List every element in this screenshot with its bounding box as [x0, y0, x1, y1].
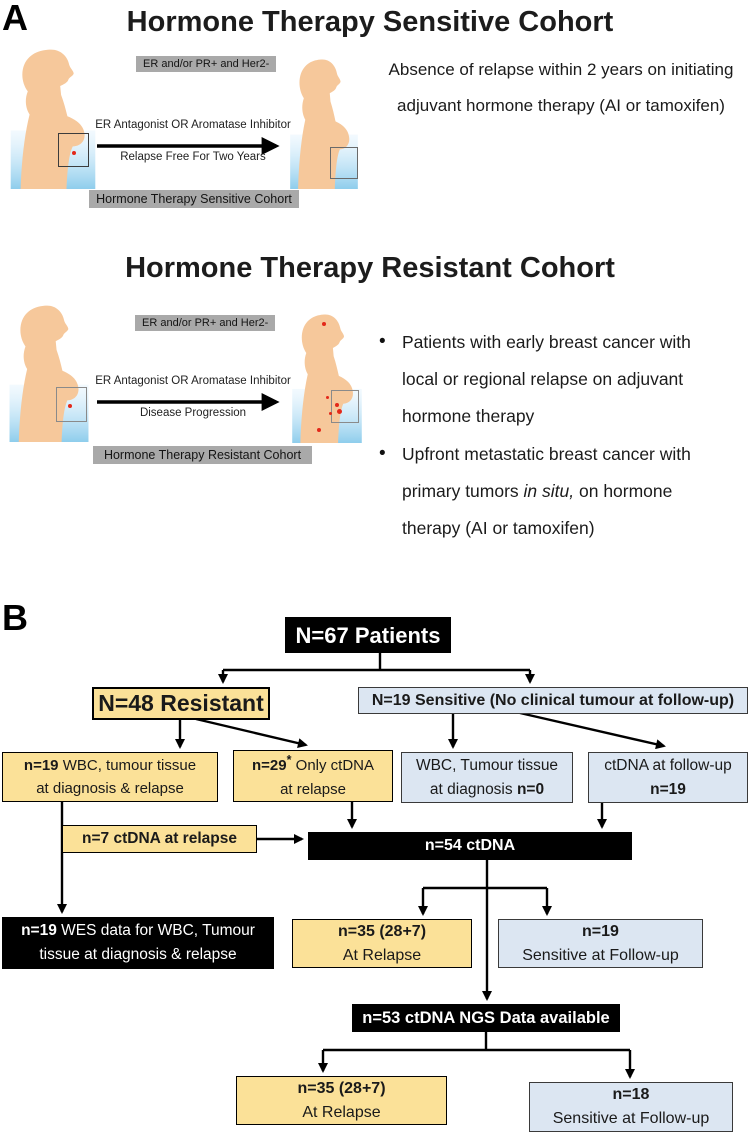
resistant-bullet-2: Upfront metastatic breast cancer with pr…	[402, 436, 748, 547]
flow-box-n48-resistant: N=48 Resistant	[92, 687, 270, 720]
wbc-relapse-n: n=19	[23, 756, 59, 774]
flow-box-n67-patients: N=67 Patients	[285, 617, 451, 653]
bullet1-line2: local or regional relapse on adjuvant	[402, 369, 684, 389]
body-figure-resistant-after	[290, 312, 364, 443]
flow-box-wbc-tumour-relapse: n=19 WBC, tumour tissue at diagnosis & r…	[2, 752, 218, 802]
n19-sensitive-text: N=19 Sensitive (No clinical tumour at fo…	[371, 691, 735, 709]
therapy-arrow-top-label: ER Antagonist OR Aromatase Inhibitor	[95, 119, 291, 131]
sensitive-cohort-caption: Hormone Therapy Sensitive Cohort	[89, 190, 299, 208]
only-ctdna-n: n=29	[252, 757, 287, 775]
ctdna-fu-line1: ctDNA at follow-up	[604, 757, 732, 775]
tumor-dot	[335, 403, 339, 407]
sensitive-description-line1: Absence of relapse within 2 years on ini…	[388, 60, 734, 79]
n67-text: N=67 Patients	[295, 622, 441, 648]
tumor-region-outline	[330, 147, 358, 179]
tumor-dot	[317, 428, 321, 432]
bullet2-line2: primary tumors in situ, on hormone	[402, 473, 748, 510]
fu18-line1: n=18	[612, 1086, 650, 1103]
wbc-diag-line1: WBC, Tumour tissue	[415, 757, 559, 775]
fu18-line2: Sensitive at Follow-up	[552, 1110, 710, 1127]
ctdna-fu-n: n=19	[650, 780, 686, 798]
female-silhouette-icon	[290, 312, 364, 443]
flow-box-n35-relapse-ngs: n=35 (28+7) At Relapse	[236, 1076, 447, 1125]
bullet1-line1: Patients with early breast cancer with	[402, 332, 691, 352]
panel-a-arrows	[97, 137, 280, 411]
tumor-region-outline	[58, 133, 89, 167]
sensitive-description: Absence of relapse within 2 years on ini…	[374, 52, 748, 124]
flow-box-n53-ngs: n=53 ctDNA NGS Data available	[352, 1004, 620, 1032]
resistant-cohort-caption: Hormone Therapy Resistant Cohort	[93, 446, 312, 464]
sensitive-description-line2: adjuvant hormone therapy (AI or tamoxife…	[397, 96, 725, 115]
bullet2-italic: in situ,	[523, 481, 575, 501]
body-figure-sensitive-after	[288, 57, 360, 189]
wbc-relapse-line2: at diagnosis & relapse	[36, 780, 184, 797]
fu19-line2: Sensitive at Follow-up	[522, 946, 679, 964]
tumor-region-outline	[56, 387, 87, 422]
tumor-dot	[322, 322, 326, 326]
n35a-line1: n=35 (28+7)	[337, 922, 427, 940]
therapy-arrow-bottom-label: Relapse Free For Two Years	[120, 151, 266, 163]
asterisk-footnote: *	[286, 753, 292, 768]
sensitive-cohort-title: Hormone Therapy Sensitive Cohort	[126, 6, 614, 38]
n54-text: n=54 ctDNA	[424, 837, 516, 854]
wes-line2: tissue at diagnosis & relapse	[39, 946, 237, 963]
flow-box-n19-sensitive: N=19 Sensitive (No clinical tumour at fo…	[358, 687, 748, 714]
resistant-bullet-1: Patients with early breast cancer with l…	[402, 324, 748, 435]
only-ctdna-text: Only ctDNA	[291, 757, 374, 775]
wes-n: n=19	[21, 921, 57, 939]
flow-box-n18-followup-ngs: n=18 Sensitive at Follow-up	[529, 1082, 733, 1132]
bullet-icon: •	[379, 443, 386, 464]
flow-box-n19-followup: n=19 Sensitive at Follow-up	[498, 919, 703, 968]
wes-text: WES data for WBC, Tumour	[56, 921, 255, 939]
flow-box-only-ctdna: n=29* Only ctDNA at relapse	[233, 750, 393, 802]
female-silhouette-icon	[8, 47, 98, 189]
bullet2-post-italic: on hormone	[574, 481, 673, 501]
fu19-line1: n=19	[582, 922, 619, 940]
panel-a-label: A	[2, 0, 28, 38]
n7-text: n=7 ctDNA at relapse	[82, 830, 237, 848]
n53-text: n=53 ctDNA NGS Data available	[362, 1008, 610, 1027]
tumor-dot	[72, 151, 76, 155]
flow-box-wes-data: n=19 WES data for WBC, Tumour tissue at …	[2, 917, 274, 969]
bullet2-line3: therapy (AI or tamoxifen)	[402, 518, 595, 538]
tumor-dot	[329, 412, 332, 415]
tumor-dot	[68, 404, 72, 408]
bullet1-line3: hormone therapy	[402, 406, 535, 426]
therapy-arrow-top-label: ER Antagonist OR Aromatase Inhibitor	[95, 375, 291, 387]
panel-b-connectors	[57, 653, 666, 1079]
flow-box-n35-relapse: n=35 (28+7) At Relapse	[292, 919, 472, 968]
wbc-relapse-text: WBC, tumour tissue	[58, 756, 197, 774]
n35b-line2: At Relapse	[302, 1103, 381, 1121]
bullet2-line1: Upfront metastatic breast cancer with	[402, 444, 691, 464]
n35b-line1: n=35 (28+7)	[297, 1079, 386, 1097]
wbc-diag-n: n=0	[516, 780, 545, 798]
wbc-diag-line2-text: at diagnosis	[429, 780, 517, 798]
panel-b-label: B	[2, 597, 28, 638]
flow-box-n54-ctdna: n=54 ctDNA	[308, 832, 632, 860]
n48-text: N=48 Resistant	[98, 690, 264, 717]
receptor-status-label: ER and/or PR+ and Her2-	[136, 56, 277, 72]
only-ctdna-line2: at relapse	[280, 780, 346, 798]
flow-box-wbc-diagnosis: WBC, Tumour tissue at diagnosis n=0	[401, 752, 573, 803]
resistant-cohort-title: Hormone Therapy Resistant Cohort	[125, 252, 615, 284]
bullet2-pre-italic: primary tumors	[402, 481, 524, 501]
flow-box-ctdna-followup: ctDNA at follow-up n=19	[588, 752, 748, 803]
tumor-region-outline	[331, 390, 359, 423]
flow-box-n7-ctdna: n=7 ctDNA at relapse	[62, 825, 257, 853]
body-figure-resistant-before	[7, 303, 91, 442]
tumor-dot	[326, 396, 329, 399]
body-figure-sensitive-before	[8, 47, 98, 189]
tumor-dot	[337, 409, 342, 414]
therapy-arrow-bottom-label: Disease Progression	[139, 407, 247, 419]
n35a-line2: At Relapse	[342, 946, 422, 964]
bullet-icon: •	[379, 331, 386, 352]
receptor-status-label: ER and/or PR+ and Her2-	[135, 315, 276, 331]
